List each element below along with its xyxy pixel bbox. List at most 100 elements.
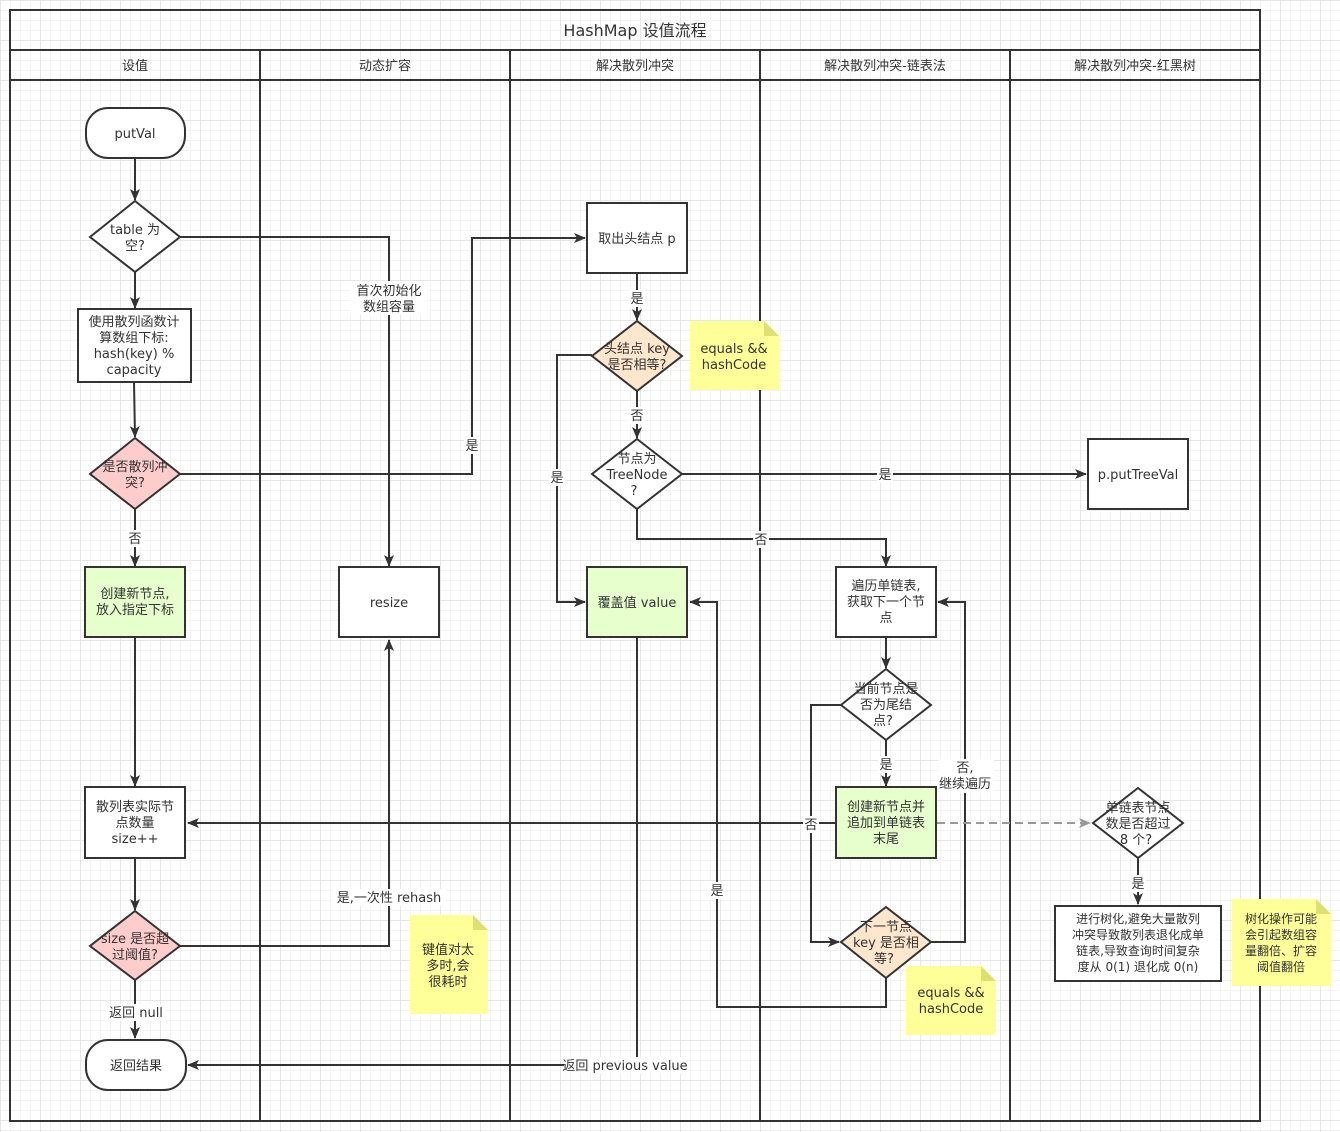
node-is-treenode-line1: 节点为 xyxy=(617,452,656,467)
node-is-treenode[interactable]: 节点为 TreeNode ? xyxy=(590,437,684,511)
lane-header-linked-list: 解决散列冲突-链表法 xyxy=(824,58,946,74)
label-yes-head-override: 是 xyxy=(550,471,563,486)
node-resize-label: resize xyxy=(370,596,408,611)
edge-threshold-to-resize xyxy=(180,639,394,947)
node-treeify-line4: 度从 0(1) 退化成 0(n) xyxy=(1078,959,1199,974)
note-equals-2-line2: hashCode xyxy=(919,1002,984,1017)
node-head-key-equal-line2: 是否相等? xyxy=(608,357,667,373)
node-calc-index-line3: hash(key) % xyxy=(94,347,175,362)
node-take-head[interactable]: 取出头结点 p xyxy=(586,202,688,274)
node-size-inc-line2: 点数量 xyxy=(115,816,154,831)
note-equals-2-line1: equals && xyxy=(917,986,984,1001)
node-is-collision[interactable]: 是否散列冲 突? xyxy=(88,436,182,511)
node-treeify-line1: 进行树化,避免大量散列 xyxy=(1076,911,1200,926)
node-create-node[interactable]: 创建新节点, 放入指定下标 xyxy=(84,566,186,638)
node-size-inc-line1: 散列表实际节 xyxy=(96,800,174,815)
note-rehash-line2: 多时,会 xyxy=(426,958,469,974)
node-calc-index-line1: 使用散列函数计 xyxy=(88,314,179,330)
label-return-null: 返回 null xyxy=(109,1006,163,1021)
node-putval[interactable]: putVal xyxy=(85,107,186,159)
label-yes-rehash: 是,一次性 rehash xyxy=(337,890,442,906)
node-is-collision-line1: 是否散列冲 xyxy=(102,460,167,475)
node-traverse-list-line2: 获取下一个节 xyxy=(847,595,925,610)
label-yes-collision: 是 xyxy=(465,439,478,454)
node-treeify-line3: 链表,导致查询时间复杂 xyxy=(1076,943,1200,958)
node-override-value-label: 覆盖值 value xyxy=(598,595,677,611)
node-return-result[interactable]: 返回结果 xyxy=(85,1039,187,1091)
node-next-key-equal-line3: 等? xyxy=(874,951,894,967)
note-equals-1-line2: hashCode xyxy=(702,358,767,373)
label-yes-next-override: 是 xyxy=(710,884,723,899)
label-no-key-equal: 否 xyxy=(630,409,643,424)
edge-calc-index-to-collision xyxy=(129,381,140,438)
node-traverse-list-line1: 遍历单链表, xyxy=(851,578,920,594)
node-next-key-equal-line1: 下一节点 xyxy=(860,920,912,935)
node-size-threshold-line1: size 是否超 xyxy=(101,932,169,947)
node-next-key-equal[interactable]: 下一节点 key 是否相 等? xyxy=(839,905,933,980)
node-override-value[interactable]: 覆盖值 value xyxy=(586,566,688,638)
node-head-key-equal[interactable]: 头结点 key 是否相等? xyxy=(590,319,684,393)
sticky-note-equals-2: equals && hashCode xyxy=(906,966,996,1035)
note-tree-line1: 树化操作可能 xyxy=(1245,911,1317,926)
node-traverse-list[interactable]: 遍历单链表, 获取下一个节 点 xyxy=(835,566,937,638)
label-first-init-line1: 首次初始化 xyxy=(356,283,421,299)
note-equals-1-line1: equals && xyxy=(700,342,767,357)
node-list-over-8-line1: 单链表节点 xyxy=(1105,801,1170,816)
node-traverse-list-line3: 点 xyxy=(879,611,892,626)
node-put-tree-val-label: p.putTreeVal xyxy=(1098,468,1179,483)
note-tree-line2: 会引起数组容 xyxy=(1245,927,1317,942)
swimlane-frame xyxy=(9,9,1261,1122)
node-putval-label: putVal xyxy=(114,127,155,142)
node-is-tail-line3: 点? xyxy=(873,714,893,729)
node-append-tail-line1: 创建新节点并 xyxy=(847,799,925,815)
node-table-empty-line1: table 为 xyxy=(110,223,160,238)
node-append-tail-line2: 追加到单链表 xyxy=(847,815,925,831)
node-head-key-equal-line1: 头结点 key xyxy=(604,342,670,357)
label-no-next-key: 否 xyxy=(804,818,817,833)
node-create-node-line1: 创建新节点, xyxy=(100,586,169,602)
node-list-over-8[interactable]: 单链表节点 数是否超过 8 个? xyxy=(1091,786,1185,860)
node-list-over-8-line3: 8 个? xyxy=(1120,833,1152,848)
node-is-treenode-line3: ? xyxy=(631,484,638,499)
node-calc-index[interactable]: 使用散列函数计 算数组下标: hash(key) % capacity xyxy=(77,308,192,383)
node-size-threshold[interactable]: size 是否超 过阈值? xyxy=(88,909,182,982)
sticky-note-rehash: 键值对太 多时,会 很耗时 xyxy=(410,915,488,1014)
sticky-note-tree: 树化操作可能 会引起数组容 量翻倍、扩容 阈值翻倍 xyxy=(1232,899,1331,986)
label-no-treenode: 否 xyxy=(754,533,767,548)
node-resize[interactable]: resize xyxy=(338,566,440,638)
node-table-empty-line2: 空? xyxy=(125,239,145,254)
node-size-inc-line3: size++ xyxy=(112,832,159,847)
node-append-tail[interactable]: 创建新节点并 追加到单链表 末尾 xyxy=(835,786,937,859)
note-rehash-line1: 键值对太 xyxy=(422,942,474,958)
lane-header-set-value: 设值 xyxy=(122,58,148,74)
node-calc-index-line4: capacity xyxy=(107,363,162,378)
label-yes-tail: 是 xyxy=(879,758,892,773)
node-is-tail-line1: 当前节点是 xyxy=(853,681,918,697)
label-return-previous: 返回 previous value xyxy=(562,1059,687,1074)
label-no-tail-line1: 否, xyxy=(956,761,973,776)
label-yes-treenode: 是 xyxy=(878,468,891,483)
node-list-over-8-line2: 数是否超过 xyxy=(1105,817,1170,832)
node-size-inc[interactable]: 散列表实际节 点数量 size++ xyxy=(84,786,186,859)
edge-next-key-to-override xyxy=(689,597,887,1008)
label-no-collision: 否 xyxy=(128,532,141,547)
node-treeify-line2: 冲突导致散列表退化成单 xyxy=(1072,927,1204,942)
node-is-tail[interactable]: 当前节点是 否为尾结 点? xyxy=(839,667,933,742)
node-put-tree-val[interactable]: p.putTreeVal xyxy=(1087,438,1189,510)
node-treeify[interactable]: 进行树化,避免大量散列 冲突导致散列表退化成单 链表,导致查询时间复杂 度从 0… xyxy=(1054,905,1222,982)
node-take-head-label: 取出头结点 p xyxy=(598,232,675,247)
node-table-empty[interactable]: table 为 空? xyxy=(88,199,182,274)
label-yes-key-equal: 是 xyxy=(630,292,643,307)
node-next-key-equal-line2: key 是否相 xyxy=(853,936,919,951)
node-append-tail-line3: 末尾 xyxy=(873,832,899,847)
edge-labels: 首次初始化 数组容量 是 否 返回 null 是,一次性 rehash 是 否 … xyxy=(106,281,1146,1074)
note-tree-line4: 阈值翻倍 xyxy=(1257,959,1305,974)
node-return-result-label: 返回结果 xyxy=(110,1059,162,1074)
edge-collision-to-take-head xyxy=(180,233,586,475)
diagram-title: HashMap 设值流程 xyxy=(563,21,706,40)
label-no-tail-line2: 继续遍历 xyxy=(939,776,991,792)
node-is-treenode-line2: TreeNode xyxy=(605,468,667,483)
node-is-collision-line2: 突? xyxy=(125,475,145,491)
lane-header-resize: 动态扩容 xyxy=(359,58,411,74)
